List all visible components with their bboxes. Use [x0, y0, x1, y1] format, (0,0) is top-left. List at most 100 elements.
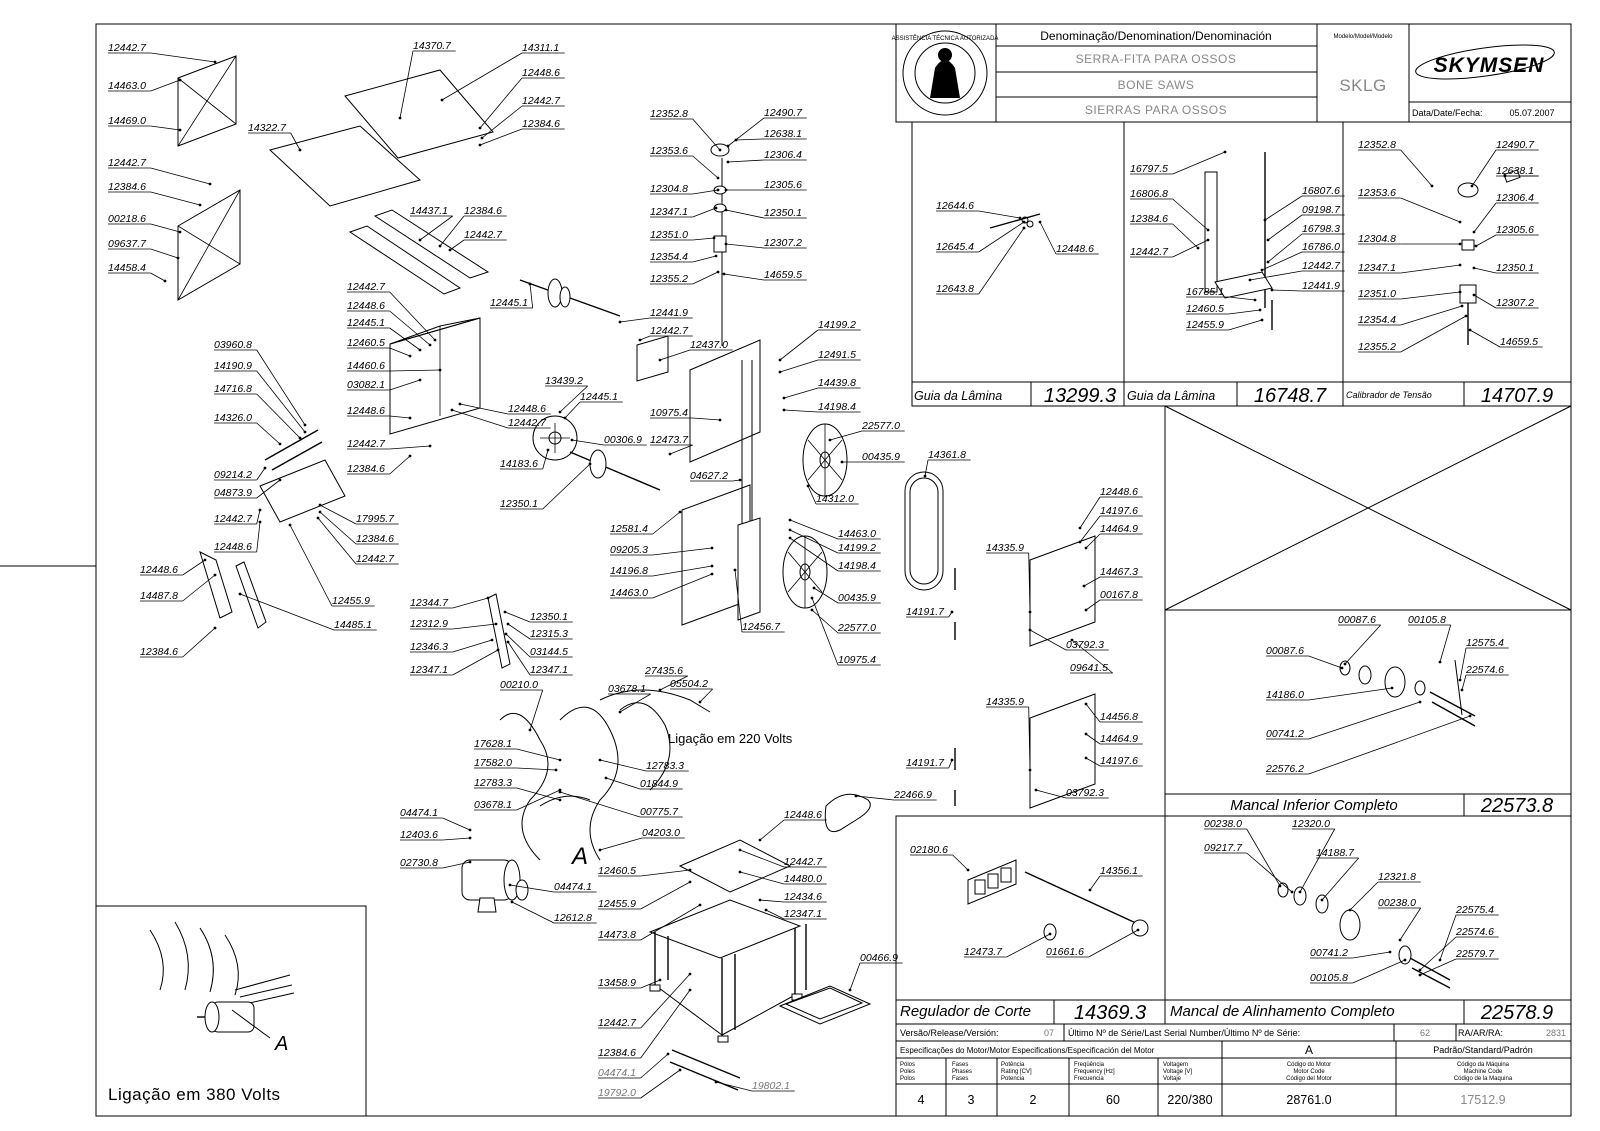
callout-dot: [1474, 244, 1478, 248]
caption-cut-regulator: Regulador de Corte: [900, 1003, 1031, 1020]
callout-dot: [778, 358, 782, 362]
callout-leader: [811, 609, 839, 634]
part-number-label: 12384.6: [108, 181, 146, 193]
callout-dot: [724, 208, 728, 212]
svg-text:Voltage [V]: Voltage [V]: [1163, 1069, 1192, 1075]
callout-leader: [807, 485, 817, 505]
callout-leader: [452, 623, 497, 630]
part-number-label: 12312.9: [410, 618, 448, 630]
part-number-label: 12350.1: [1496, 262, 1534, 274]
callout-leader: [759, 819, 785, 841]
part-number-label: 14473.8: [598, 929, 636, 941]
part-number-label: 12442.7: [1302, 260, 1341, 272]
part-number-label: 09641.5: [1070, 662, 1108, 674]
part-number-label: 12321.8: [1378, 871, 1416, 883]
callout-dot: [278, 478, 282, 482]
callout-leader: [442, 837, 471, 841]
svg-text:Voltaje: Voltaje: [1163, 1076, 1182, 1082]
part-number-label: 12442.7: [356, 553, 395, 565]
upper-door: [1029, 535, 1096, 647]
callout-dot: [1266, 260, 1270, 264]
callout-leader: [1352, 959, 1406, 984]
part-number-label: 14460.6: [347, 360, 385, 372]
callout-leader: [1473, 294, 1497, 309]
callout-leader: [948, 759, 953, 769]
part-number-label: 12473.7: [964, 946, 1003, 958]
callout-dot: [726, 160, 730, 164]
part-number-label: 12638.1: [1496, 165, 1534, 177]
ra-value: 2831: [1546, 1028, 1566, 1038]
callout-dot: [1028, 768, 1032, 772]
callout-leader: [389, 369, 441, 372]
callout-dot: [198, 203, 202, 207]
callout-leader: [1308, 687, 1393, 701]
stand-top: [648, 899, 802, 959]
callout-dot: [263, 466, 267, 470]
part-number-label: 12448.6: [214, 541, 252, 553]
callout-dot: [178, 128, 182, 132]
part-number-label: 12442.7: [508, 417, 547, 429]
machine-code-value: 17512.9: [1460, 1093, 1505, 1107]
motor-spec-title: Especificações do Motor/Motor Especifica…: [900, 1046, 1155, 1055]
callout-leader: [829, 430, 863, 441]
part-number-label: 12351.0: [1358, 288, 1396, 300]
callout-dot: [1270, 288, 1274, 292]
callout-leader: [1267, 214, 1303, 241]
callout-dot: [178, 230, 182, 234]
part-number-label: 22466.9: [893, 789, 932, 801]
callout-dot: [1340, 666, 1344, 670]
part-number-label: 12490.7: [764, 107, 803, 119]
callout-leader: [692, 207, 717, 218]
part-number-label: 14467.3: [1100, 566, 1138, 578]
callout-leader: [1439, 914, 1457, 961]
blade-guide-1-drawing: [989, 213, 1041, 229]
callout-dot: [1070, 638, 1074, 642]
callout-leader: [150, 125, 181, 131]
callout-dot: [782, 408, 786, 412]
part-number-label: 12575.4: [1466, 637, 1504, 649]
top-table: [268, 125, 422, 207]
callout-leader: [1352, 951, 1391, 959]
callout-leader: [1349, 881, 1379, 911]
callout-dot: [618, 710, 622, 714]
callout-leader: [727, 159, 765, 163]
svg-text:Fases: Fases: [952, 1062, 968, 1068]
callout-dot: [213, 573, 217, 577]
callout-leader: [640, 973, 691, 1029]
callout-leader: [256, 467, 266, 481]
callout-dot: [1418, 968, 1422, 972]
callout-leader: [1085, 599, 1101, 611]
part-number-label: 12351.0: [650, 229, 688, 241]
callout-leader: [317, 517, 357, 565]
part-number-label: 12783.3: [646, 760, 684, 772]
callout-leader: [692, 237, 715, 241]
part-number-label: 12305.6: [764, 179, 802, 191]
callout-dot: [840, 460, 844, 464]
part-number-label: 00435.9: [838, 592, 876, 604]
callout-dot: [1418, 700, 1422, 704]
motor-spec-table: Versão/Release/Versión: 07 Último Nº de …: [895, 1023, 1572, 1117]
caption-lower-bearing: Mancal Inferior Completo: [1230, 797, 1398, 814]
callout-dot: [448, 248, 452, 252]
callout-dot: [1472, 293, 1476, 297]
part-number-label: 12384.6: [598, 1047, 636, 1059]
callout-leader: [564, 401, 581, 419]
part-number-label: 14198.4: [818, 401, 856, 413]
callout-dot: [258, 508, 262, 512]
svg-text:Pólos: Pólos: [900, 1062, 915, 1068]
callout-dot: [714, 206, 718, 210]
name-pt: SERRA-FITA PARA OSSOS: [1076, 52, 1237, 66]
part-number-label: 12355.2: [650, 273, 688, 285]
part-number-label: 12434.6: [784, 891, 822, 903]
part-number-label: 12384.6: [140, 646, 178, 658]
part-number-label: 12448.6: [784, 809, 822, 821]
callout-leader: [1089, 875, 1101, 891]
callout-dot: [1018, 216, 1022, 220]
part-number-label: 12442.7: [598, 1017, 637, 1029]
callout-dot: [668, 452, 672, 456]
callout-dot: [810, 608, 814, 612]
cut-regulator-drawing: [967, 859, 1149, 941]
part-number-label: 12305.6: [1496, 224, 1534, 236]
svg-text:Machine Code: Machine Code: [1464, 1069, 1503, 1075]
callout-dot: [418, 238, 422, 242]
